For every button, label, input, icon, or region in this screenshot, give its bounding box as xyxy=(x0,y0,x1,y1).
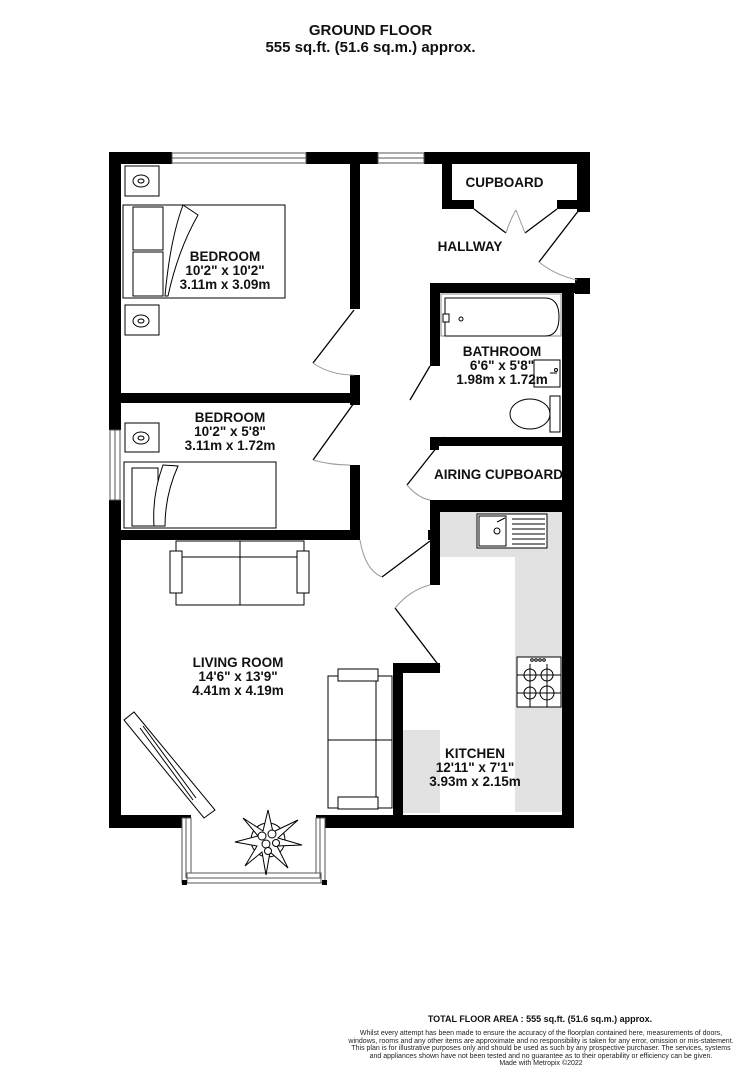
kitchen-sink-icon xyxy=(476,513,548,549)
plant-icon xyxy=(234,809,303,876)
room-label-bathroom: BATHROOM 6'6" x 5'8" 1.98m x 1.72m xyxy=(440,345,564,387)
doors xyxy=(312,208,580,668)
room-dim-metric: 1.98m x 1.72m xyxy=(456,372,548,387)
room-dim-metric: 3.11m x 3.09m xyxy=(179,277,271,292)
washbasin-icon xyxy=(533,359,561,388)
single-bed-icon xyxy=(123,461,277,529)
room-dim-imperial: 10'2" x 10'2" xyxy=(185,263,265,278)
disclaimer-text: Whilst every attempt has been made to en… xyxy=(348,1030,734,1060)
room-dim-metric: 3.11m x 1.72m xyxy=(184,438,276,453)
walls xyxy=(109,152,590,828)
room-name: CUPBOARD xyxy=(465,175,544,190)
hob-icon xyxy=(516,656,562,708)
room-name: AIRING CUPBOARD xyxy=(434,468,562,482)
windows xyxy=(109,152,425,884)
room-dim-imperial: 12'11" x 7'1" xyxy=(435,760,515,775)
room-name: BEDROOM xyxy=(189,249,261,264)
room-name: BATHROOM xyxy=(462,344,542,359)
room-label-airing-cupboard: AIRING CUPBOARD xyxy=(434,468,562,482)
room-name: LIVING ROOM xyxy=(192,655,284,670)
sofa-icon xyxy=(169,540,310,606)
room-label-bedroom-2: BEDROOM 10'2" x 5'8" 3.11m x 1.72m xyxy=(170,411,290,453)
room-dim-imperial: 14'6" x 13'9" xyxy=(198,669,278,684)
floor-area: 555 sq.ft. (51.6 sq.m.) approx. xyxy=(265,39,476,56)
room-label-living-room: LIVING ROOM 14'6" x 13'9" 4.41m x 4.19m xyxy=(178,656,298,698)
floor-title: GROUND FLOOR xyxy=(308,22,433,39)
tv-unit-icon xyxy=(123,711,216,819)
room-dim-metric: 3.93m x 2.15m xyxy=(429,774,521,789)
double-bed-icon xyxy=(122,204,286,299)
bathtub-icon xyxy=(440,293,562,337)
room-label-cupboard: CUPBOARD xyxy=(452,176,557,190)
room-label-bedroom-1: BEDROOM 10'2" x 10'2" 3.11m x 3.09m xyxy=(165,250,285,292)
sofa-icon xyxy=(327,668,393,810)
room-label-kitchen: KITCHEN 12'11" x 7'1" 3.93m x 2.15m xyxy=(415,747,535,789)
room-name: KITCHEN xyxy=(445,746,505,761)
disclaimer: Whilst every attempt has been made to en… xyxy=(345,1030,737,1068)
plan-header: GROUND FLOOR 555 sq.ft. (51.6 sq.m.) app… xyxy=(0,22,741,56)
room-dim-metric: 4.41m x 4.19m xyxy=(192,683,284,698)
total-floor-area: TOTAL FLOOR AREA : 555 sq.ft. (51.6 sq.m… xyxy=(427,1014,653,1024)
toilet-icon xyxy=(509,395,561,433)
bedside-lamp-icon xyxy=(124,165,160,453)
room-dim-imperial: 10'2" x 5'8" xyxy=(194,424,266,439)
room-name: HALLWAY xyxy=(437,239,503,254)
room-dim-imperial: 6'6" x 5'8" xyxy=(469,358,535,373)
credit: Made with Metropix ©2022 xyxy=(499,1060,583,1068)
room-name: BEDROOM xyxy=(194,410,266,425)
door-swing-icon xyxy=(312,208,580,668)
room-label-hallway: HALLWAY xyxy=(425,240,515,254)
